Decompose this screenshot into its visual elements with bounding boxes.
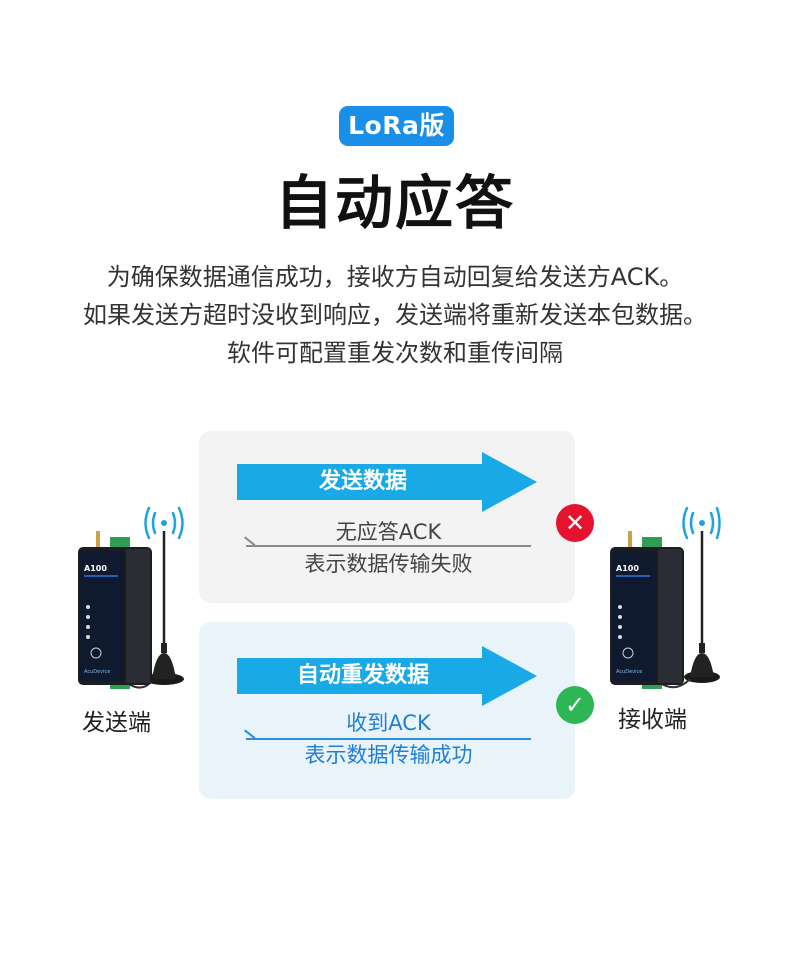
- success-result-label: 表示数据传输成功: [304, 743, 473, 767]
- version-badge: LoRa版: [339, 106, 454, 146]
- check-mark-icon: ✓: [556, 686, 594, 724]
- fail-scenario-panel: [199, 431, 575, 603]
- resend-data-label: 自动重发数据: [296, 663, 429, 688]
- receiver-brand-text: AcuDevice: [616, 669, 642, 675]
- success-scenario-panel: [199, 622, 575, 799]
- sender-label: 发送端: [82, 710, 151, 736]
- page-title: 自动应答: [274, 169, 515, 237]
- receiver-label: 接收端: [618, 707, 687, 733]
- description-line-1: 为确保数据通信成功，接收方自动回复给发送方ACK。: [106, 263, 684, 291]
- ack-return-line-ok: [246, 738, 531, 740]
- description-line-3: 软件可配置重发次数和重传间隔: [227, 339, 563, 367]
- sender-device-icon: A100 AcuDevice: [78, 506, 184, 689]
- description-line-2: 如果发送方超时没收到响应，发送端将重新发送本包数据。: [83, 301, 707, 329]
- send-data-label: 发送数据: [318, 469, 407, 494]
- x-mark-icon: ✕: [556, 504, 594, 542]
- sender-brand-text: AcuDevice: [84, 669, 110, 675]
- receiver-model-text: A100: [616, 564, 639, 573]
- no-ack-label: 无应答ACK: [335, 520, 442, 544]
- ack-received-label: 收到ACK: [346, 711, 431, 735]
- ack-return-line-fail: [246, 545, 531, 547]
- receiver-device-icon: A100 AcuDevice: [610, 506, 721, 689]
- description: 为确保数据通信成功，接收方自动回复给发送方ACK。 如果发送方超时没收到响应，发…: [0, 258, 790, 372]
- sender-model-text: A100: [84, 564, 107, 573]
- fail-result-label: 表示数据传输失败: [304, 552, 473, 576]
